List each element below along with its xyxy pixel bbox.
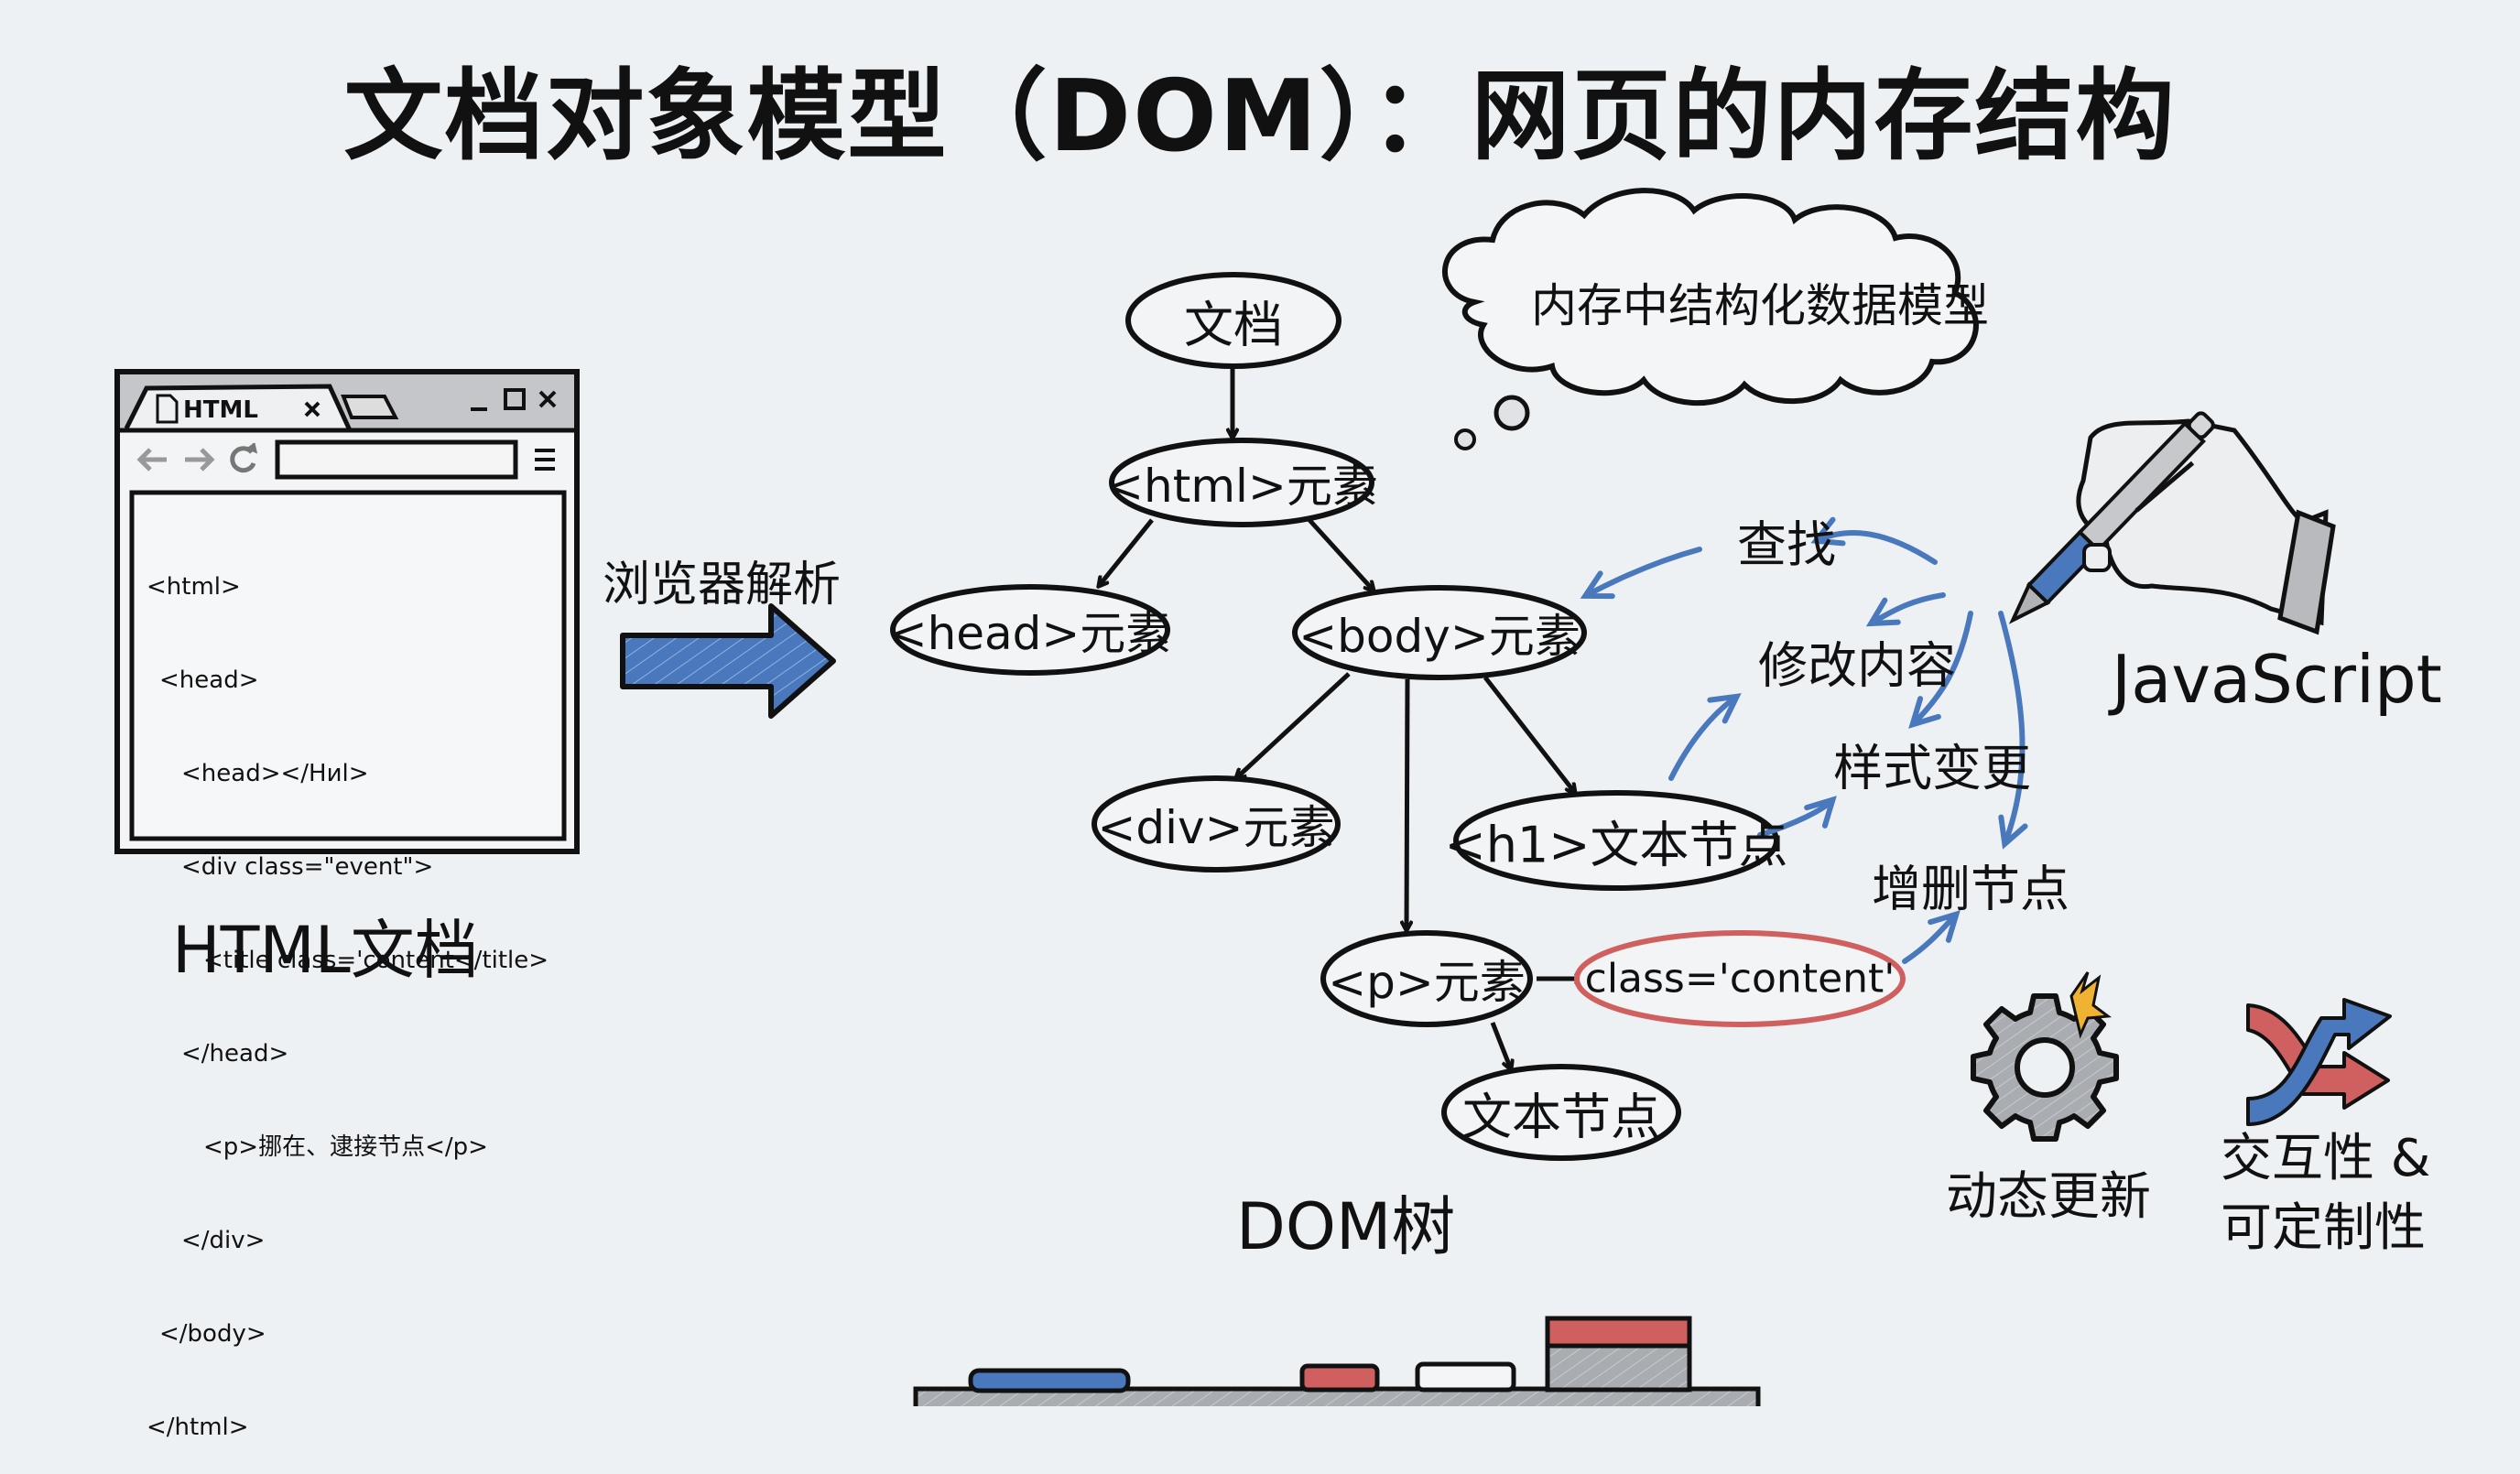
edge-body-h1 [1483,676,1575,793]
node-document: 文档 [1184,296,1283,354]
arrow-js-to-style [1908,611,1973,729]
gear-spark-icon [1971,971,2119,1142]
js-operation-arrows [1580,516,2028,964]
dom-edges [1099,368,1584,1069]
code-line: </div> [181,1227,266,1254]
op-style-change: 样式变更 [1833,739,2031,797]
right-arrow-icon [620,603,836,719]
menu-icon [535,449,555,471]
dom-tree-caption: DOM树 [1236,1189,1456,1264]
op-add-remove-nodes: 增删节点 [1872,860,2069,918]
code-line: <div class="event"> [181,853,434,881]
reload-icon [230,446,256,473]
node-h1-text: <h1>文本节点 [1444,816,1788,874]
javascript-label: JavaScript [2112,641,2442,718]
code-line: </html> [147,1414,249,1441]
node-body: <body>元素 [1298,610,1580,663]
browser-window [114,369,580,854]
code-line: </head> [181,1040,289,1068]
code-line: <html> [147,573,241,601]
node-text: 文本节点 [1462,1088,1660,1146]
shuffle-arrows-icon [2246,998,2392,1126]
address-bar [275,439,518,480]
maximize-icon [504,388,526,410]
browser-tab-label[interactable]: HTML [183,396,258,424]
desk-with-blocks [913,1316,1761,1406]
arrow-js-to-find [1810,516,1938,565]
arrow-js-to-addremove [1998,611,2028,850]
arrow-attr-to-addremove [1902,910,1961,964]
arrow-js-to-modify [1865,592,1946,627]
close-icon [304,401,320,417]
node-class-attribute: class='content' [1584,955,1895,1003]
back-arrow-icon [136,448,167,471]
code-line: <title class='content</title> [203,947,549,974]
browser-parse-label: 浏览器解析 [603,558,842,612]
op-find: 查找 [1737,515,1836,574]
close-window-icon [538,390,557,408]
thought-cloud-icon [1442,188,1979,450]
forward-arrow-icon [185,448,215,471]
code-line: <p>挪在、逮接节点</p> [203,1133,488,1161]
hand-writing-pen-icon [2008,411,2336,635]
code-line: </body> [159,1320,266,1348]
arrow-h1-to-modify [1668,693,1742,781]
edge-body-div [1236,672,1351,778]
diagram-canvas [114,188,2392,1406]
html-code-block: <html> <head> <head></Hиl> <div class="e… [147,509,549,1474]
document-icon [156,394,179,424]
code-line: <head></Hиl> [181,760,369,787]
node-div: <div>元素 [1097,801,1335,854]
red-block [1299,1363,1380,1393]
node-p: <p>元素 [1328,956,1526,1009]
feature-dynamic-update: 动态更新 [1946,1167,2151,1227]
red-block-top [1545,1316,1692,1349]
feature-interactivity-line1: 交互性 & [2221,1129,2431,1188]
edge-p-text [1490,1022,1511,1069]
white-block [1415,1361,1516,1393]
arrow-find-to-body [1580,547,1702,600]
feature-interactivity-line2: 可定制性 [2221,1198,2426,1258]
dom-node-shapes [890,272,1906,1161]
arrow-h1-to-style [1757,796,1837,838]
cloud-text: 内存中结构化数据模型 [1531,279,1989,332]
node-head: <head>元素 [888,607,1172,660]
page-title: 文档对象模型（DOM）：网页的内存结构 [343,60,2177,174]
op-modify-content: 修改内容 [1758,636,1956,695]
edge-html-head [1099,518,1154,586]
code-line: <head> [159,667,259,694]
new-tab-icon [341,395,399,419]
node-html: <html>元素 [1105,460,1378,513]
html-document-caption: HTML文档 [172,913,479,988]
edge-html-body [1308,518,1374,591]
